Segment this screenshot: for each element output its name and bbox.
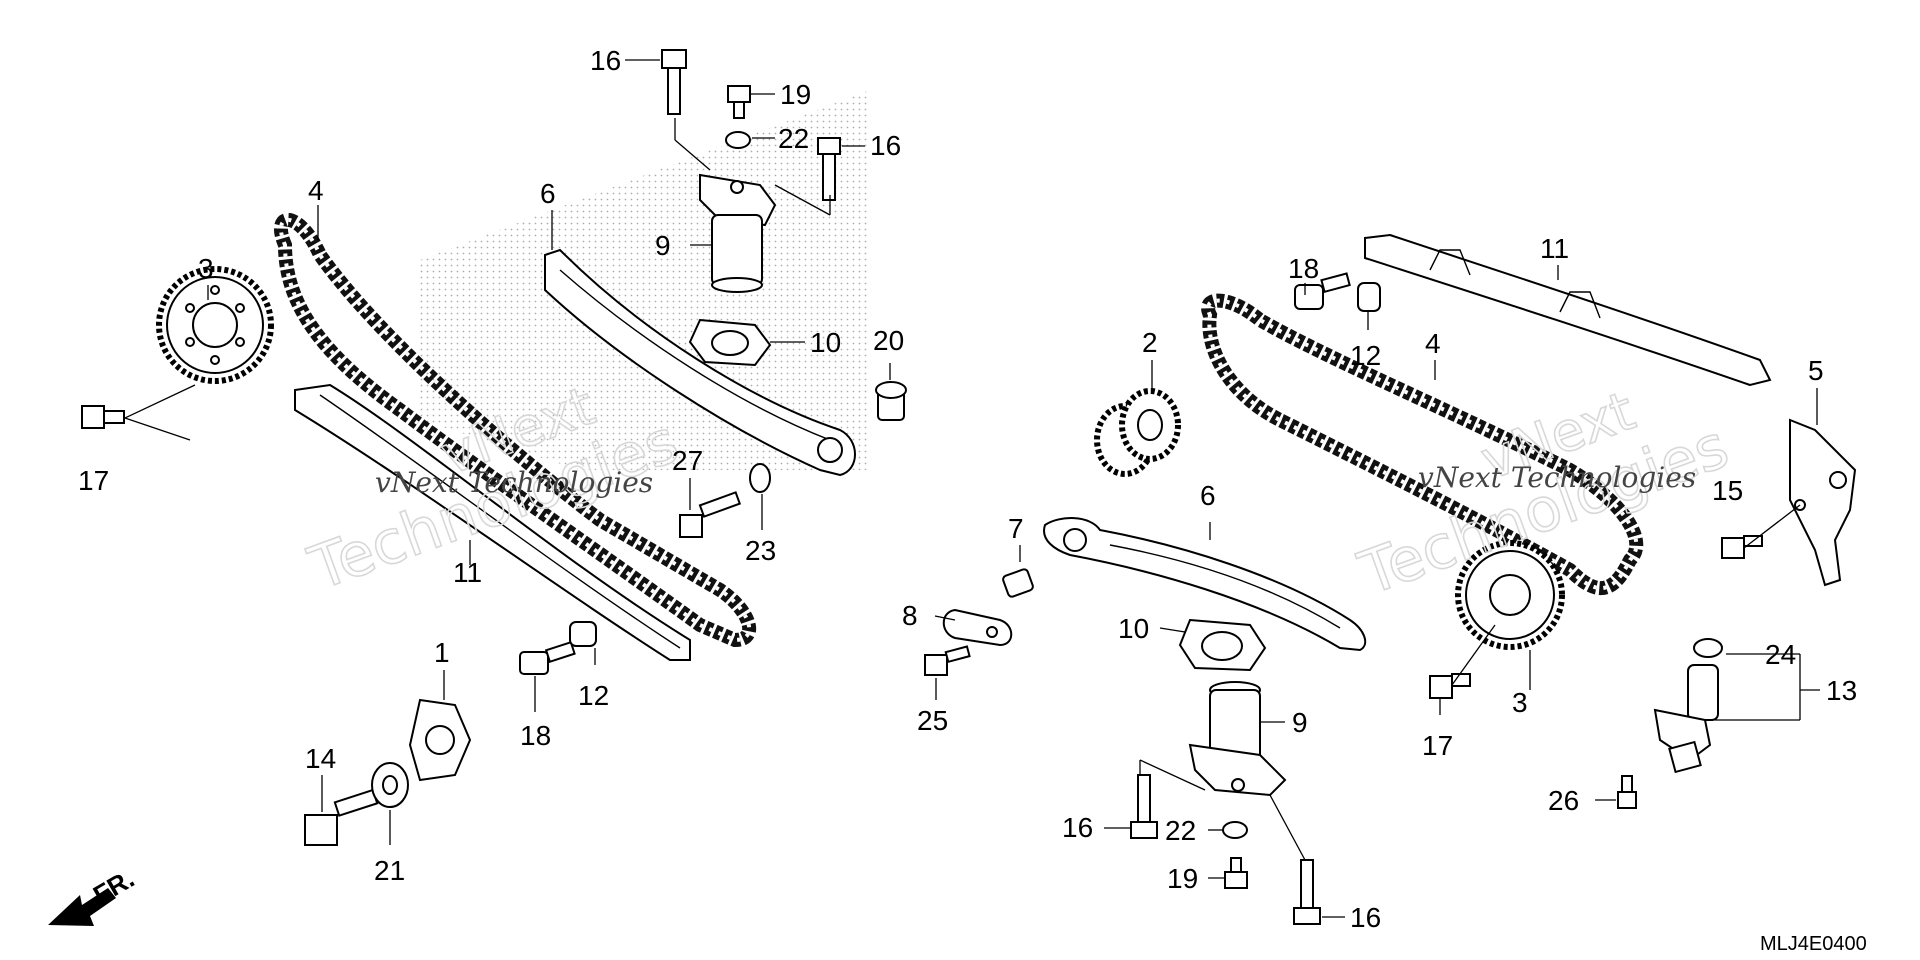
sensor-13 <box>1653 664 1719 774</box>
callout-13: 13 <box>1826 675 1857 706</box>
callout-12: 12 <box>1350 340 1381 371</box>
callout-11: 11 <box>453 557 482 588</box>
callout-18: 18 <box>520 720 551 751</box>
tensioner-guide-right <box>1043 517 1367 652</box>
plate-8 <box>942 608 1013 647</box>
callout-6: 6 <box>540 178 556 209</box>
o-ring-24 <box>1693 638 1723 658</box>
callout-16: 16 <box>870 130 901 161</box>
collar-20 <box>875 381 907 421</box>
cam-sprocket-left <box>156 266 274 384</box>
collar-12-right <box>1357 282 1381 312</box>
callout-1: 1 <box>434 637 450 668</box>
callout-14: 14 <box>305 743 336 774</box>
washer-23 <box>749 463 771 493</box>
bolt-16-top-right <box>817 137 841 201</box>
front-direction-arrow <box>48 888 116 926</box>
cam-bolt-left <box>81 405 125 429</box>
washer-21 <box>371 762 409 808</box>
pin-7 <box>1002 568 1034 598</box>
callout-4: 4 <box>308 175 324 206</box>
bolt-16-bottom-right <box>1293 859 1321 925</box>
callout-labels: 16 19 22 16 9 6 4 3 17 10 20 27 23 11 12… <box>78 45 1857 933</box>
callout-19: 19 <box>780 79 811 110</box>
callout-10: 10 <box>1118 613 1149 644</box>
bolt-16-bottom-left <box>1130 774 1158 839</box>
callout-22: 22 <box>1165 815 1196 846</box>
bolt-19-top <box>727 85 751 119</box>
tensioner-lifter-top <box>699 173 777 293</box>
callout-7: 7 <box>1008 513 1024 544</box>
callout-21: 21 <box>374 855 405 886</box>
callout-27: 27 <box>672 445 703 476</box>
callout-24: 24 <box>1765 639 1796 670</box>
watermark-right-caption: vNext Technologies <box>1418 461 1696 494</box>
tensioner-lifter-bottom <box>1188 681 1287 797</box>
callout-16: 16 <box>1062 812 1093 843</box>
bolt-25 <box>924 645 971 676</box>
callout-20: 20 <box>873 325 904 356</box>
bolt-14 <box>304 788 379 846</box>
tensioner-guide-left <box>544 248 856 477</box>
callout-9: 9 <box>1292 707 1308 738</box>
callout-17: 17 <box>1422 730 1453 761</box>
callout-3: 3 <box>1512 687 1528 718</box>
callout-5: 5 <box>1808 355 1824 386</box>
bolt-26 <box>1617 775 1637 809</box>
callout-16: 16 <box>1350 902 1381 933</box>
pulser-rotor-1 <box>408 698 472 782</box>
callout-25: 25 <box>917 705 948 736</box>
watermark-left-caption: vNext Technologies <box>375 466 653 499</box>
cam-sprocket-right <box>1455 540 1565 650</box>
callout-2: 2 <box>1142 327 1158 358</box>
gasket-right <box>1178 618 1267 672</box>
collar-12-left <box>569 621 597 647</box>
callout-10: 10 <box>810 327 841 358</box>
callout-8: 8 <box>902 600 918 631</box>
callout-22: 22 <box>778 123 809 154</box>
chain-guide-left <box>294 383 691 661</box>
bolt-18-right <box>1294 272 1351 310</box>
chain-guide-right <box>1364 233 1772 387</box>
bolt-27 <box>679 491 742 538</box>
leader-lines <box>124 59 1820 918</box>
cam-bolt-right <box>1429 673 1471 699</box>
washer-22-bottom <box>1222 821 1248 839</box>
drive-sprocket-2 <box>1094 388 1181 477</box>
callout-12: 12 <box>578 680 609 711</box>
bolt-15 <box>1721 535 1763 559</box>
bolt-19-bottom <box>1224 857 1248 889</box>
bolt-18-left <box>519 640 576 675</box>
diagram-code: MLJ4E0400 <box>1760 933 1867 955</box>
callout-16: 16 <box>590 45 621 76</box>
gasket-left <box>688 318 772 367</box>
callout-15: 15 <box>1712 475 1743 506</box>
callout-6: 6 <box>1200 480 1216 511</box>
bolt-16-top-left <box>661 49 687 115</box>
bracket-5 <box>1789 418 1857 587</box>
callout-17: 17 <box>78 465 109 496</box>
callout-4: 4 <box>1425 328 1441 359</box>
callout-26: 26 <box>1548 785 1579 816</box>
callout-3: 3 <box>198 253 214 284</box>
callout-11: 11 <box>1540 233 1569 264</box>
cam-chain-left <box>274 212 757 648</box>
washer-22-top <box>725 131 751 149</box>
callout-23: 23 <box>745 535 776 566</box>
callout-18: 18 <box>1288 253 1319 284</box>
callout-19: 19 <box>1167 863 1198 894</box>
cam-chain-right <box>1201 293 1644 596</box>
callout-9: 9 <box>655 230 671 261</box>
